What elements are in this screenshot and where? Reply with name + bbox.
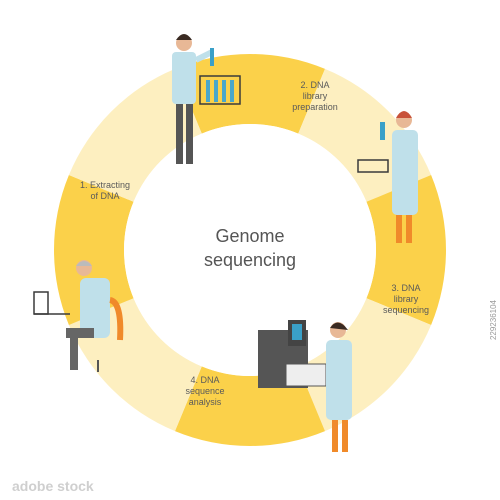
label-line: of DNA [90, 191, 120, 201]
title-line-1: Genome [215, 226, 285, 246]
scientist-laptop-icon [33, 260, 124, 372]
ring-sector [68, 68, 202, 202]
label-line: 3. DNA [391, 283, 421, 293]
label-line: analysis [188, 397, 222, 407]
ring-sector [174, 53, 326, 134]
title-line-2: sequencing [203, 250, 297, 270]
label-line: library [393, 294, 419, 304]
scientist-sequencer-icon [258, 320, 352, 452]
label-line: sequence [185, 386, 225, 396]
ring-sector [53, 174, 134, 326]
label-line: 2. DNA [300, 80, 330, 90]
label-line: 1. Extracting [79, 180, 131, 190]
label-line: 4. DNA [190, 375, 220, 385]
ring-sector [366, 174, 446, 326]
label-line: library [302, 91, 328, 101]
ring-center [124, 124, 376, 376]
diagram-title: Genome sequencing [150, 224, 350, 272]
label-line: sequencing [382, 305, 430, 315]
label-line: preparation [292, 102, 338, 112]
stock-id: 229236104 [489, 300, 498, 341]
scientist-tube-icon [357, 111, 418, 243]
scientist-pipette-icon [172, 34, 241, 164]
watermark: adobe stock [12, 478, 94, 494]
